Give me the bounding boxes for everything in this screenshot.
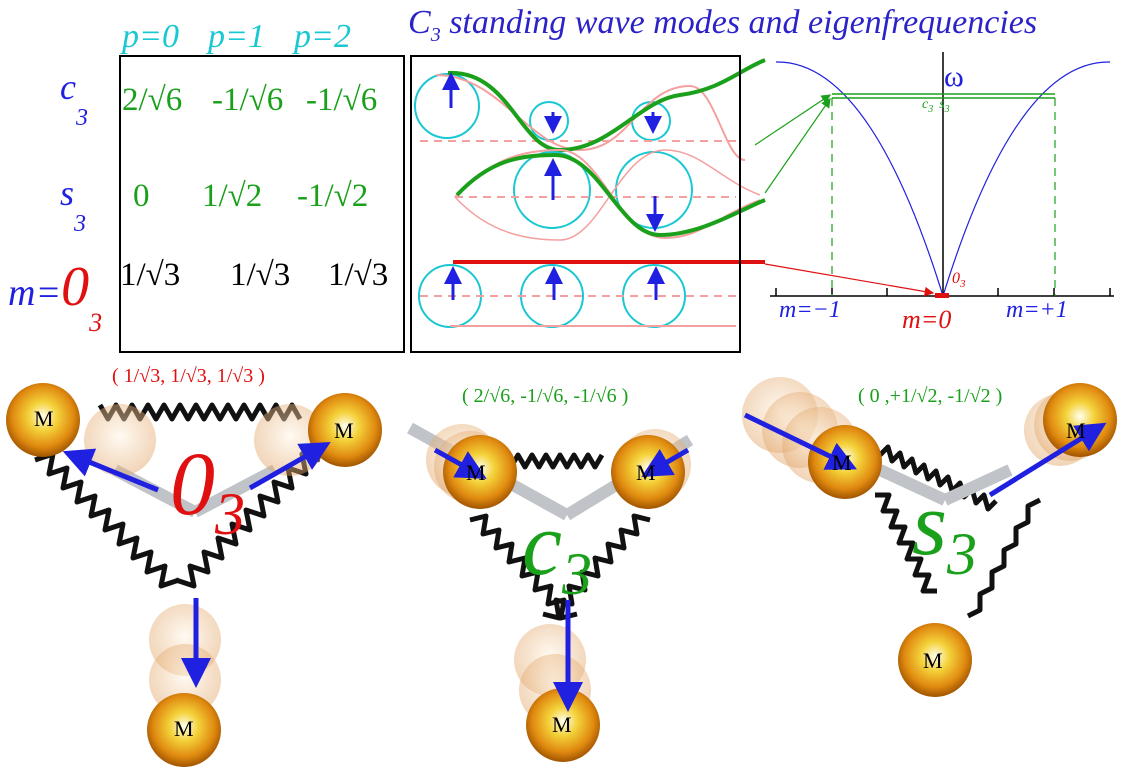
mass	[898, 623, 972, 697]
wave-green	[455, 152, 766, 238]
wave-row-c3	[414, 58, 766, 161]
matrix-cell: -1/√6	[306, 82, 378, 118]
connector-arrow	[764, 263, 935, 297]
mass-label: M	[832, 450, 852, 475]
dispersion-curve-right	[942, 61, 1111, 297]
displacement-arrow	[988, 422, 1107, 498]
mass-label: M	[334, 418, 354, 443]
matrix-cell: 1/√3	[120, 257, 181, 293]
wave-green	[447, 58, 766, 153]
row-label-c3: c3	[60, 67, 88, 131]
matrix-cell: -1/√2	[297, 178, 369, 214]
mode-label-s3: s3	[912, 475, 978, 587]
dispersion-plot	[754, 52, 1114, 298]
row-label-s3: s3	[60, 173, 87, 237]
displacement-arrow	[62, 448, 159, 493]
wave-pink	[435, 74, 746, 161]
wave-row-s3	[454, 148, 766, 241]
connector-arrow	[754, 94, 831, 146]
molecule-c3	[407, 422, 694, 762]
matrix-cell: 1/√2	[202, 178, 263, 214]
mass-label: M	[552, 712, 572, 737]
wave-pink	[454, 149, 761, 241]
dispersion-curve-left	[775, 61, 944, 297]
mode-vector-c3: ( 2/√6, -1/√6, -1/√6 )	[462, 385, 629, 407]
omega-label: ω	[944, 60, 964, 93]
wave-panel-frame	[410, 55, 741, 353]
mode-vector-0: ( 1/√3, 1/√3, 1/√3 )	[112, 365, 265, 387]
connector-arrow	[764, 98, 831, 194]
phasor-circle	[513, 151, 591, 229]
displacement-arrow	[433, 447, 487, 479]
mode-label-0: 03	[170, 435, 245, 547]
wave-panel	[414, 58, 766, 328]
mass-label: M	[1066, 418, 1086, 443]
spring	[878, 444, 998, 512]
title-rest: standing wave modes and eigenfrequencies	[440, 4, 1038, 41]
displacement-arrow	[743, 412, 857, 470]
matrix-cell: 0	[133, 178, 150, 214]
column-header-p2: p=2	[294, 18, 351, 55]
molecule-s3	[742, 377, 1117, 710]
column-header-p1: p=1	[208, 18, 265, 55]
zero-level-label: 03	[952, 270, 966, 291]
spring	[966, 497, 1042, 619]
column-header-p0: p=0	[122, 18, 179, 55]
spring	[34, 451, 180, 589]
wave-row-0	[418, 260, 765, 328]
mass-label: M	[174, 716, 194, 741]
mass	[6, 383, 80, 457]
row-label-m0: m=03	[8, 256, 103, 337]
matrix-cell: 1/√3	[328, 257, 389, 293]
page-title: C3 standing wave modes and eigenfrequenc…	[408, 4, 1037, 47]
matrix-cell: -1/√6	[212, 82, 284, 118]
matrix-cell: 1/√3	[230, 257, 291, 293]
molecule-0	[6, 383, 382, 767]
mass-label: M	[923, 648, 943, 673]
displacement-arrow	[641, 447, 690, 478]
title-sub: 3	[430, 23, 441, 46]
m-zero-label: m=0	[902, 305, 952, 334]
character-matrix	[119, 55, 405, 353]
displacement-arrow	[248, 442, 331, 491]
mass-label: M	[34, 406, 54, 431]
m-plus-label: m=+1	[1006, 297, 1068, 323]
spring	[875, 492, 937, 594]
m-minus-label: m=−1	[779, 297, 841, 323]
mass-label: M	[466, 460, 486, 485]
mode-label-c3: c3	[522, 495, 592, 607]
mass-label: M	[636, 460, 656, 485]
title-prefix: C	[408, 4, 431, 41]
mass	[147, 693, 221, 767]
mode-vector-s3: ( 0 ,+1/√2, -1/√2 )	[858, 385, 1003, 407]
matrix-cell: 2/√6	[122, 82, 183, 118]
